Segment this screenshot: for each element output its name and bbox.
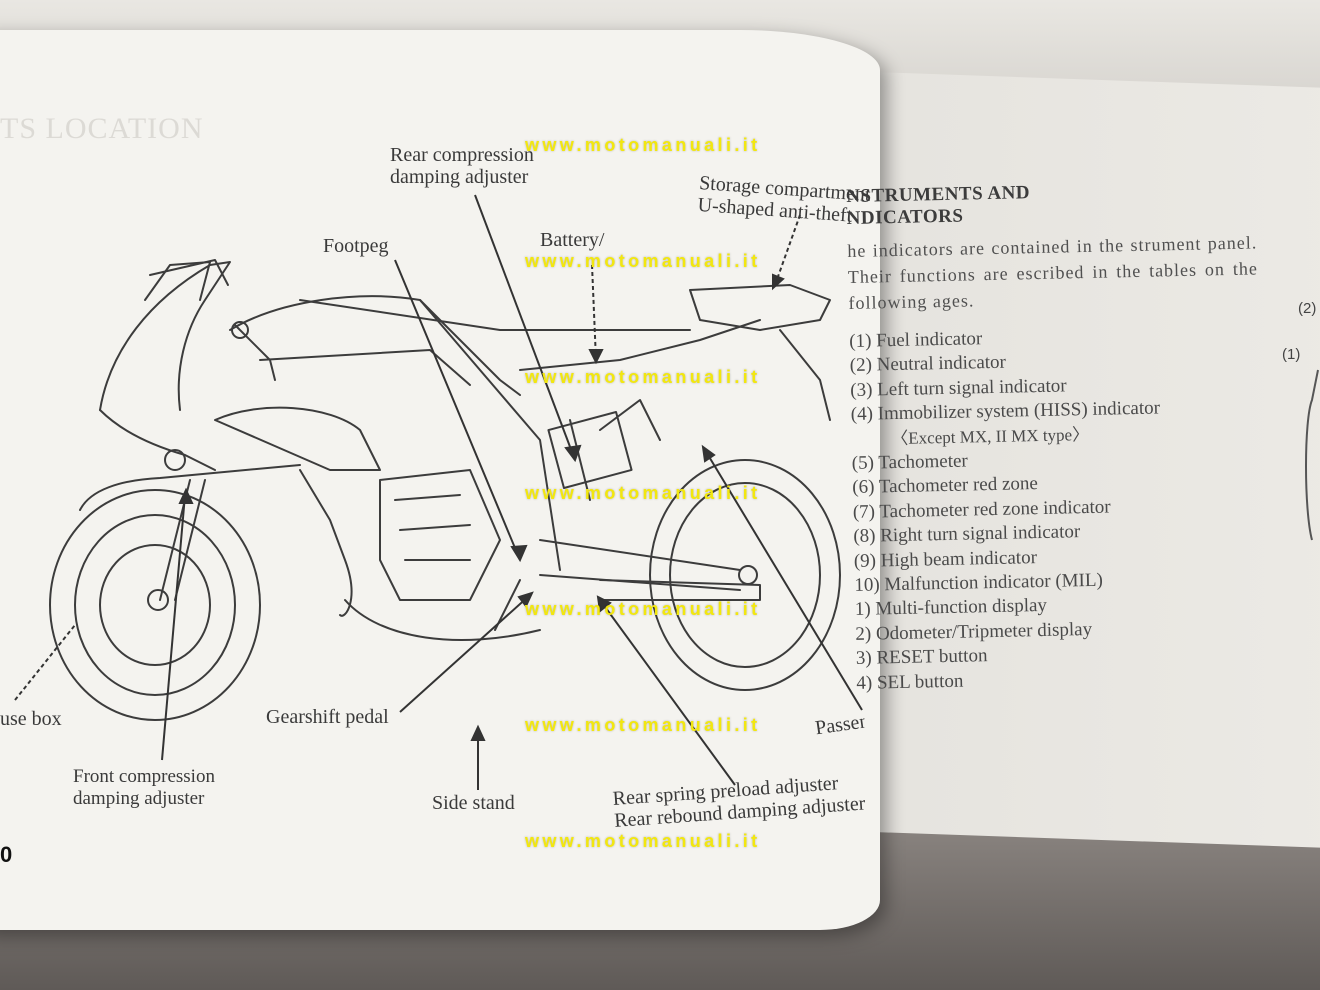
label-rear-compression: Rear compression damping adjuster: [390, 144, 534, 188]
watermark: www.motomanuali.it: [525, 715, 761, 735]
watermark: www.motomanuali.it: [525, 483, 761, 503]
watermark: www.motomanuali.it: [525, 251, 761, 271]
label-footpeg: Footpeg: [323, 235, 389, 257]
callout-2: (2): [1298, 300, 1317, 317]
callout-1: (1): [1282, 346, 1301, 363]
left-page: [0, 30, 880, 930]
label-front-compression: Front compression damping adjuster: [73, 766, 215, 809]
ghost-section-title: TS LOCATION: [0, 112, 204, 145]
section-title: NSTRUMENTS AND NDICATORS: [846, 182, 1031, 229]
page-number: 0: [0, 842, 13, 867]
watermark: www.motomanuali.it: [525, 135, 761, 155]
intro-paragraph: he indicators are contained in the strum…: [847, 232, 1259, 313]
label-side-stand: Side stand: [432, 792, 515, 814]
motorcycle-diagram: [14, 194, 863, 790]
label-battery: Battery/: [540, 229, 605, 251]
watermark: www.motomanuali.it: [525, 367, 761, 387]
indicator-list: (1) Fuel indicator (2) Neutral indicator…: [849, 321, 1267, 696]
label-fuse-box: use box: [0, 708, 62, 730]
instruments-section: NSTRUMENTS AND NDICATORS he indicators a…: [846, 177, 1267, 696]
instrument-panel-outline: [1305, 369, 1319, 541]
watermark: www.motomanuali.it: [525, 831, 761, 851]
label-gearshift-pedal: Gearshift pedal: [266, 706, 389, 728]
watermark: www.motomanuali.it: [525, 599, 761, 619]
